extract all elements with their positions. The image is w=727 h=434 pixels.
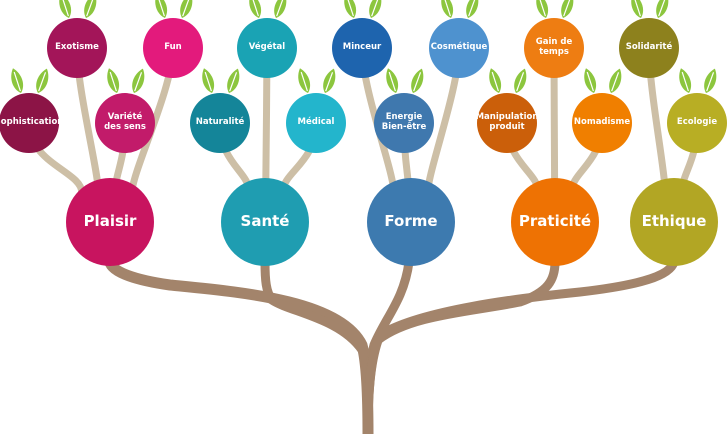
leaf-icon: [107, 68, 120, 93]
branch-plaisir: Plaisir: [66, 178, 154, 266]
sub-gain-de-temps: Gain de temps: [524, 18, 584, 78]
leaf-icon: [155, 0, 168, 18]
leaf-icon: [274, 0, 287, 18]
leaf-icon: [11, 68, 24, 93]
sub-exotisme: Exotisme: [47, 18, 107, 78]
leaf-icon: [227, 68, 240, 93]
branch-praticite: Praticité: [511, 178, 599, 266]
leaf-icon: [584, 68, 597, 93]
leaf-icon: [679, 68, 692, 93]
leaf-icon: [704, 68, 717, 93]
branch-sante: Santé: [221, 178, 309, 266]
sub-fun: Fun: [143, 18, 203, 78]
leaf-icon: [656, 0, 669, 18]
sub-medical: Médical: [286, 93, 346, 153]
leaf-icon: [514, 68, 527, 93]
leaf-icon: [466, 0, 479, 18]
branch-forme: Forme: [367, 178, 455, 266]
leaf-icon: [344, 0, 357, 18]
sub-energie-bien-etre: Energie Bien-être: [374, 93, 434, 153]
trunk-branch: [363, 257, 679, 434]
sub-vegetal: Végétal: [237, 18, 297, 78]
leaf-icon: [609, 68, 622, 93]
leaf-icon: [132, 68, 145, 93]
leaf-icon: [369, 0, 382, 18]
sub-solidarite: Solidarité: [619, 18, 679, 78]
sub-nomadisme: Nomadisme: [572, 93, 632, 153]
sub-variete-des-sens: Variété des sens: [95, 93, 155, 153]
leaf-icon: [411, 68, 424, 93]
sub-minceur: Minceur: [332, 18, 392, 78]
leaf-icon: [323, 68, 336, 93]
sub-manipulation-produit: Manipulation produit: [476, 93, 538, 153]
leaf-icon: [180, 0, 193, 18]
leaf-icon: [298, 68, 311, 93]
leaf-icon: [249, 0, 262, 18]
leaf-icon: [59, 0, 72, 18]
sub-cosmetique: Cosmétique: [429, 18, 489, 78]
branch-ethique: Ethique: [630, 178, 718, 266]
leaf-icon: [631, 0, 644, 18]
sub-naturalite: Naturalité: [190, 93, 250, 153]
sub-sophistication: Sophistication: [0, 93, 63, 153]
leaf-icon: [386, 68, 399, 93]
leaf-icon: [441, 0, 454, 18]
leaf-icon: [84, 0, 97, 18]
sub-ecologie: Ecologie: [667, 93, 727, 153]
leaf-icon: [561, 0, 574, 18]
leaf-icon: [36, 68, 49, 93]
leaf-icon: [202, 68, 215, 93]
leaf-icon: [489, 68, 502, 93]
leaf-icon: [536, 0, 549, 18]
